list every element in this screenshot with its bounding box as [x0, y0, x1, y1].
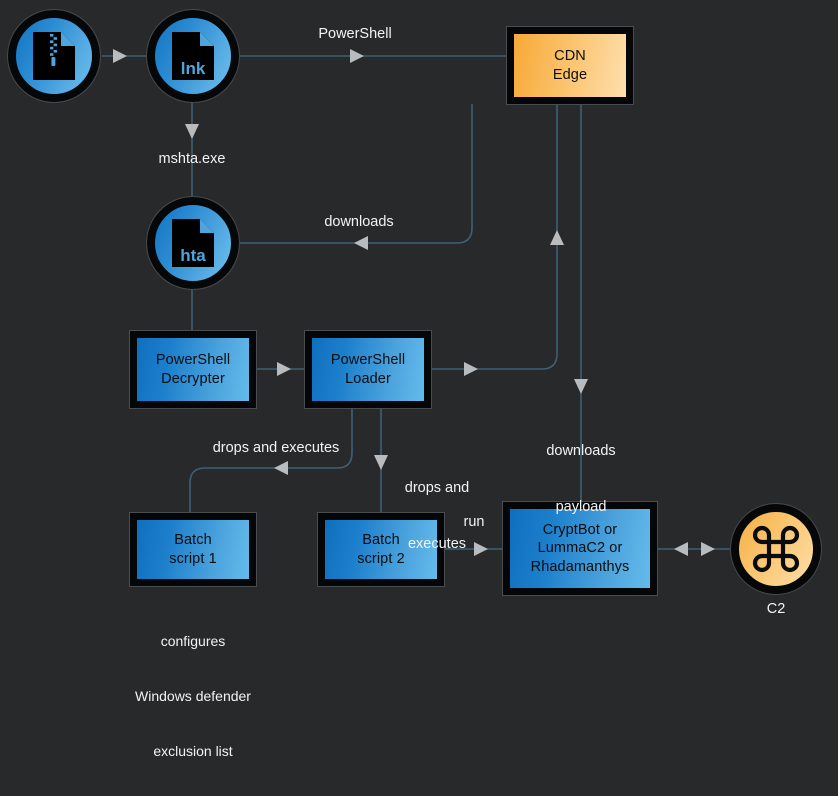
edge-label-powershell: PowerShell	[318, 26, 392, 42]
arrowhead-c2-to-malware	[674, 542, 688, 556]
malware-payload-label-line1: CryptBot or	[542, 521, 618, 538]
node-c2-server[interactable]	[730, 503, 822, 595]
arrowhead-psloader-to-cdn	[550, 230, 564, 245]
zip-file-icon	[31, 30, 77, 82]
infection-chain-diagram: lnk hta CDN Edge PowerShell Decrypter Po…	[7, 9, 822, 759]
node-powershell-decrypter[interactable]: PowerShell Decrypter	[129, 330, 257, 409]
arrowhead-psdecrypter-to-psloader	[277, 362, 291, 376]
command-loop-icon	[750, 523, 802, 575]
annotation-batch-script-1-note-line2: Windows defender	[135, 687, 251, 704]
arrowhead-cdn-to-malware	[574, 379, 588, 394]
node-powershell-loader[interactable]: PowerShell Loader	[304, 330, 432, 409]
powershell-loader-label-line1: PowerShell	[330, 351, 406, 368]
cdn-edge-label-line1: CDN	[554, 47, 586, 64]
arrowhead-lnk-to-cdn	[350, 49, 364, 63]
arrowhead-malware-to-c2	[701, 542, 715, 556]
node-lnk-file[interactable]: lnk	[146, 9, 240, 103]
edge-label-run: run	[463, 514, 485, 530]
node-malware-payload[interactable]: CryptBot or LummaC2 or Rhadamanthys	[502, 501, 658, 596]
malware-payload-label-line3: Rhadamanthys	[530, 558, 630, 575]
hta-icon-text: hta	[180, 246, 206, 265]
annotation-batch-script-1-note-line1: configures	[160, 633, 226, 650]
lnk-icon-text: lnk	[181, 59, 206, 78]
arrowhead-cdn-to-hta	[354, 236, 368, 250]
annotation-batch-script-1-note-line3: exclusion list	[153, 742, 233, 759]
batch-script-2-label-line1: Batch	[362, 531, 400, 548]
batch-script-1-label: Batch script 1	[169, 531, 217, 568]
arrowhead-psloader-right	[464, 362, 478, 376]
node-label-c2: C2	[766, 601, 786, 617]
lnk-file-icon: lnk	[170, 30, 216, 82]
node-batch-script-1[interactable]: Batch script 1	[129, 512, 257, 587]
node-cdn-edge[interactable]: CDN Edge	[506, 26, 634, 105]
edge-label-drops-and-executes-right-line2: executes	[407, 536, 467, 553]
cdn-edge-label-line2: Edge	[552, 66, 588, 83]
malware-payload-label: CryptBot or LummaC2 or Rhadamanthys	[531, 521, 630, 577]
powershell-decrypter-label-line2: Decrypter	[161, 370, 225, 387]
arrowhead-lnk-to-hta	[185, 124, 199, 139]
powershell-decrypter-label-line1: PowerShell	[155, 351, 231, 368]
arrowhead-zip-to-lnk	[113, 49, 127, 63]
edge-label-mshta-exe: mshta.exe	[158, 151, 226, 167]
edge-label-downloads-payload: downloads payload	[501, 404, 661, 555]
hta-file-icon: hta	[170, 217, 216, 269]
node-batch-script-2[interactable]: Batch script 2	[317, 512, 445, 587]
edge-label-drops-and-executes-right: drops and executes	[377, 441, 497, 592]
edge-psloader-to-cdn	[431, 105, 558, 370]
edge-label-downloads-payload-line1: downloads	[546, 442, 616, 459]
malware-payload-label-line2: LummaC2 or	[537, 540, 623, 557]
cdn-edge-label: CDN Edge	[553, 47, 587, 84]
batch-script-2-label-line2: script 2	[357, 550, 405, 567]
node-hta-file[interactable]: hta	[146, 196, 240, 290]
batch-script-1-label-line1: Batch	[174, 531, 212, 548]
edge-psloader-to-batch1	[189, 408, 353, 513]
edge-label-drops-and-executes-right-line1: drops and	[404, 479, 470, 496]
powershell-decrypter-label: PowerShell Decrypter	[156, 351, 230, 388]
arrowhead-psloader-to-batch1	[274, 461, 288, 475]
powershell-loader-label: PowerShell Loader	[331, 351, 405, 388]
powershell-loader-label-line2: Loader	[345, 370, 391, 387]
annotation-batch-script-1-note: configures Windows defender exclusion li…	[103, 596, 283, 796]
node-zip-archive[interactable]	[7, 9, 101, 103]
edge-label-downloads-payload-line2: payload	[555, 499, 607, 516]
batch-script-1-label-line2: script 1	[169, 550, 217, 567]
batch-script-2-label: Batch script 2	[357, 531, 405, 568]
edge-label-downloads: downloads	[324, 214, 394, 230]
edge-label-drops-and-executes-left: drops and executes	[212, 440, 340, 456]
